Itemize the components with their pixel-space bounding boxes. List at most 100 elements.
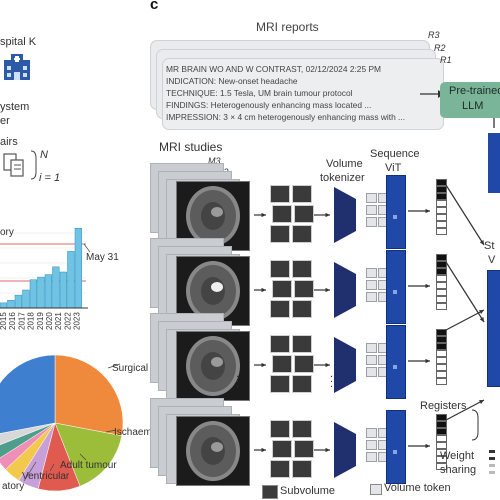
- history-label: ory: [0, 227, 14, 238]
- i-label: i = 1: [39, 172, 61, 184]
- sharing-label: sharing: [440, 464, 477, 476]
- pie-leader-line: [105, 429, 117, 433]
- flow-arrowhead: [325, 287, 330, 293]
- flow-arrowhead: [325, 362, 330, 368]
- pie-label-adult-tumour: Adult tumour: [60, 460, 117, 471]
- may-label-leader: [83, 243, 91, 253]
- history-bar: [22, 289, 30, 309]
- subvolume-cube: [292, 225, 312, 243]
- volume-token-legend-icon: [370, 484, 382, 495]
- document-pair-icon: [3, 153, 24, 177]
- subvolume-cube: [272, 355, 292, 373]
- subvolume-cube: [292, 300, 312, 318]
- study-vit-top-bar: [488, 133, 500, 193]
- study-vit-label-1: St: [484, 240, 495, 252]
- r3-label: R3: [428, 30, 440, 40]
- subvolume-cube: [270, 375, 290, 393]
- history-bar: [7, 300, 15, 309]
- subvolume-legend-label: Subvolume: [280, 485, 336, 497]
- llm-label-2: LLM: [462, 100, 484, 112]
- hospital-label: spital K: [0, 36, 37, 48]
- flow-arrowhead: [261, 362, 266, 368]
- brain-scan-image: [176, 331, 250, 401]
- subvolume-cube: [294, 205, 314, 223]
- sequence-token: [436, 449, 447, 456]
- subvolume-cube: [294, 280, 314, 298]
- report-card-r1: [162, 58, 444, 130]
- weight-sharing-icon: [489, 450, 495, 474]
- sequence-token: [436, 414, 447, 421]
- subvolume-cube: [292, 460, 312, 478]
- pie-label-atory: atory: [2, 481, 25, 492]
- flow-arrowhead: [425, 208, 430, 214]
- sequence-token: [436, 364, 447, 371]
- sequence-token: [436, 296, 447, 303]
- system-label-2: er: [0, 115, 10, 127]
- flow-arrowhead: [479, 310, 484, 315]
- volume-token: [366, 193, 377, 203]
- brain-scan-image: [176, 416, 250, 486]
- brain-scan-svg: [186, 336, 240, 396]
- volume-token-legend-label: Volume token: [384, 482, 451, 494]
- vit-marker: [393, 365, 397, 369]
- sequence-token: [436, 228, 447, 235]
- system-label-1: ystem: [0, 101, 30, 113]
- year-tick-label: 2023: [73, 312, 82, 330]
- flow-arrow: [445, 184, 485, 246]
- year-tick-label: 2018: [27, 312, 36, 330]
- sequence-token: [436, 343, 447, 350]
- volume-token: [366, 440, 377, 450]
- brain-scan-svg: [186, 186, 240, 246]
- subvolume-cube: [294, 355, 314, 373]
- pie-slice: [54, 422, 123, 487]
- pie-leader-line: [79, 453, 87, 461]
- flow-arrowhead: [425, 283, 430, 289]
- sequence-token: [436, 275, 447, 282]
- pie-leader-line: [49, 463, 55, 472]
- sequence-token: [436, 254, 447, 261]
- flow-arrow: [445, 261, 485, 323]
- llm-label-1: Pre-trained: [449, 85, 500, 97]
- brain-scan-svg: [186, 261, 240, 321]
- sequence-token: [436, 200, 447, 207]
- sequence-vit-label-1: Sequence: [370, 148, 420, 160]
- pie-label-ischaemic: Ischaemic: [114, 427, 160, 438]
- year-tick-label: 2015: [0, 312, 8, 330]
- report-line-4: FINDINGS: Heterogenously enhancing mass …: [166, 100, 372, 110]
- volume-token: [366, 452, 377, 462]
- volume-token: [366, 292, 377, 302]
- sequence-token: [436, 428, 447, 435]
- may-31-label: May 31: [86, 252, 119, 263]
- sequence-token: [436, 282, 447, 289]
- registers-label: Registers: [420, 400, 467, 412]
- report-line-2: INDICATION: New-onset headache: [166, 76, 298, 86]
- pairs-label: airs: [0, 136, 18, 148]
- year-tick-label: 2017: [17, 312, 26, 330]
- subvolume-legend-icon: [262, 485, 278, 499]
- sequence-token: [436, 179, 447, 186]
- sequence-token: [436, 193, 447, 200]
- sequence-token: [436, 329, 447, 336]
- subvolume-cube: [270, 335, 290, 353]
- subvolume-cube: [294, 440, 314, 458]
- sequence-token: [436, 303, 447, 310]
- sequence-token: [436, 186, 447, 193]
- flow-arrowhead: [425, 443, 430, 449]
- sequence-token: [436, 221, 447, 228]
- year-tick-label: 2020: [45, 312, 54, 330]
- volume-tokenizer-label-2: tokenizer: [320, 172, 365, 184]
- pie-leader-line: [23, 461, 37, 482]
- history-bar: [14, 294, 22, 309]
- subvolume-cube: [292, 420, 312, 438]
- volume-token: [366, 205, 377, 215]
- subvolume-cube: [270, 300, 290, 318]
- subvolume-cube: [272, 440, 292, 458]
- history-bar: [0, 302, 7, 309]
- sequence-token: [436, 371, 447, 378]
- sequence-token: [436, 378, 447, 385]
- sum-bracket: [30, 150, 37, 180]
- volume-tokenizer-block: [334, 337, 356, 393]
- sequence-token: [436, 261, 447, 268]
- sequence-token: [436, 442, 447, 449]
